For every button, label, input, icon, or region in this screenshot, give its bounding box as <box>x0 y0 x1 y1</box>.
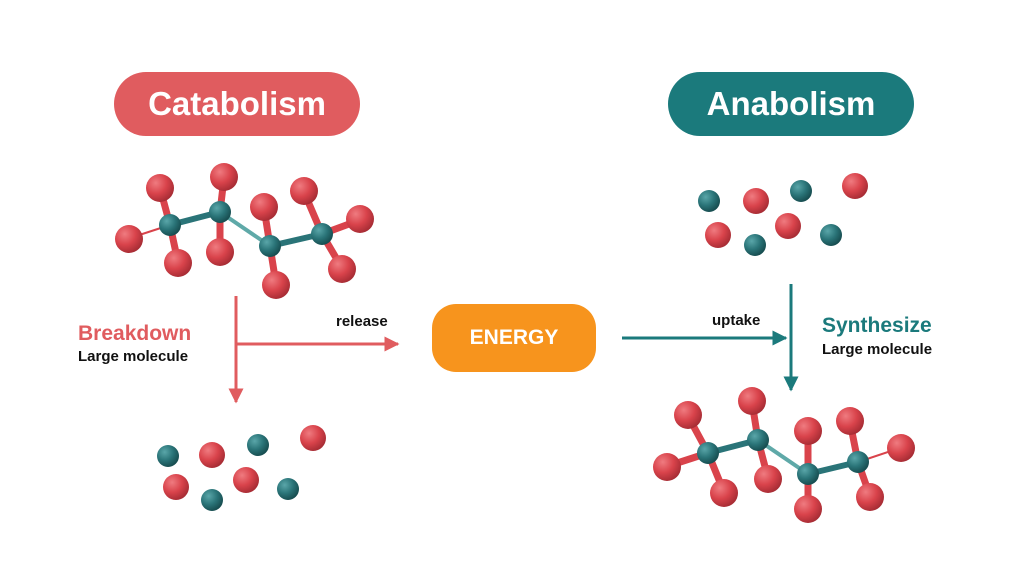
small-molecules-catabolism <box>157 425 326 511</box>
uptake-label: uptake <box>712 312 761 329</box>
large-molecule-anabolism <box>653 387 915 523</box>
breakdown-arrows <box>228 296 400 404</box>
breakdown-subject: Large molecule <box>78 348 189 365</box>
large-molecule-catabolism <box>115 163 374 299</box>
synthesize-label: Synthesize <box>822 314 932 337</box>
synthesize-subject: Large molecule <box>822 341 933 358</box>
small-molecules-anabolism <box>698 173 868 256</box>
anabolism-title: Anabolism <box>668 72 914 136</box>
energy-label: ENERGY <box>432 304 596 372</box>
catabolism-title: Catabolism <box>114 72 360 136</box>
synthesis-arrows <box>622 284 799 392</box>
release-label: release <box>336 313 388 330</box>
breakdown-label: Breakdown <box>78 322 192 345</box>
